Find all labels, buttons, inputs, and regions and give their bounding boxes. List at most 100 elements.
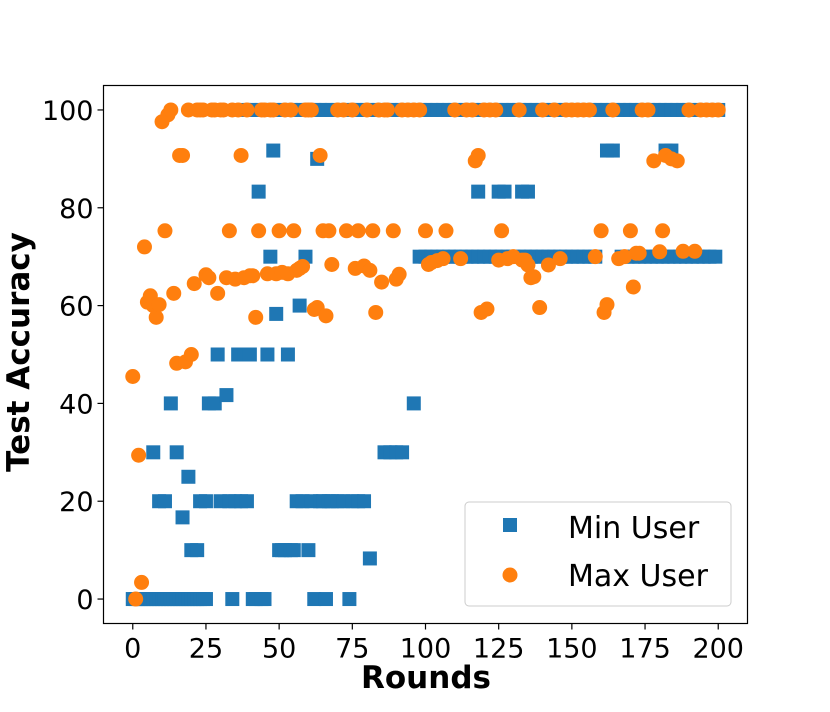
max-user-point bbox=[631, 245, 647, 261]
max-user-point bbox=[520, 257, 536, 273]
series-max-user bbox=[125, 102, 726, 607]
legend: Min User Max User bbox=[464, 501, 732, 607]
max-user-point bbox=[166, 285, 182, 301]
max-user-point bbox=[186, 276, 202, 292]
max-user-point bbox=[344, 102, 360, 118]
min-user-point bbox=[471, 184, 486, 199]
y-tick-label: 100 bbox=[42, 96, 94, 127]
legend-max-user-marker bbox=[502, 567, 518, 583]
min-user-point bbox=[292, 298, 307, 313]
max-user-point bbox=[675, 243, 691, 259]
max-user-point bbox=[134, 574, 150, 590]
min-user-point bbox=[239, 494, 254, 509]
max-user-point bbox=[359, 102, 375, 118]
min-user-point bbox=[357, 494, 372, 509]
max-user-point bbox=[581, 102, 597, 118]
max-user-point bbox=[379, 102, 395, 118]
max-user-point bbox=[391, 266, 407, 282]
legend-min-user-label: Min User bbox=[568, 511, 700, 546]
y-tick-label: 80 bbox=[59, 194, 93, 225]
x-tick-label: 200 bbox=[692, 634, 744, 665]
min-user-point bbox=[219, 388, 234, 403]
x-tick-label: 75 bbox=[335, 634, 369, 665]
max-user-point bbox=[368, 304, 384, 320]
min-user-point bbox=[163, 396, 178, 411]
max-user-point bbox=[464, 102, 480, 118]
max-user-point bbox=[488, 102, 504, 118]
max-user-point bbox=[655, 223, 671, 239]
max-user-point bbox=[210, 285, 226, 301]
y-tick-label: 0 bbox=[76, 585, 93, 616]
max-user-point bbox=[221, 223, 237, 239]
max-user-point bbox=[447, 102, 463, 118]
y-tick-label: 40 bbox=[59, 389, 93, 420]
y-axis-title: Test Accuracy bbox=[1, 232, 37, 472]
min-user-point bbox=[708, 249, 723, 264]
max-user-point bbox=[617, 249, 633, 265]
legend-max-user-label: Max User bbox=[568, 559, 709, 594]
x-tick-label: 50 bbox=[262, 634, 296, 665]
max-user-point bbox=[175, 147, 191, 163]
x-tick-label: 25 bbox=[189, 634, 223, 665]
max-user-point bbox=[136, 239, 152, 255]
max-user-point bbox=[131, 447, 147, 463]
max-user-point bbox=[201, 270, 217, 286]
max-user-point bbox=[681, 102, 697, 118]
min-user-point bbox=[190, 543, 205, 558]
max-user-point bbox=[303, 102, 319, 118]
max-user-point bbox=[286, 223, 302, 239]
min-user-point bbox=[520, 184, 535, 199]
max-user-point bbox=[435, 251, 451, 267]
min-user-point bbox=[605, 143, 620, 158]
max-user-point bbox=[687, 243, 703, 259]
max-user-point bbox=[669, 153, 685, 169]
max-user-point bbox=[532, 300, 548, 316]
min-user-point bbox=[198, 592, 213, 607]
min-user-point bbox=[210, 347, 225, 362]
max-user-point bbox=[418, 223, 433, 239]
y-tick-label: 60 bbox=[59, 292, 93, 323]
max-user-point bbox=[312, 147, 328, 163]
min-user-point bbox=[395, 445, 410, 460]
max-user-point bbox=[251, 223, 267, 239]
max-user-point bbox=[494, 223, 510, 239]
min-user-point bbox=[175, 510, 190, 525]
max-user-point bbox=[652, 244, 668, 260]
min-user-point bbox=[307, 592, 322, 607]
min-user-point bbox=[257, 592, 272, 607]
max-user-point bbox=[338, 223, 354, 239]
max-user-point bbox=[265, 102, 281, 118]
min-user-point bbox=[169, 445, 184, 460]
y-tick-label: 20 bbox=[59, 487, 93, 518]
max-user-point bbox=[710, 102, 726, 118]
max-user-point bbox=[245, 268, 261, 284]
max-user-point bbox=[552, 251, 568, 267]
min-user-point bbox=[181, 469, 196, 484]
min-user-point bbox=[251, 184, 266, 199]
max-user-point bbox=[151, 297, 167, 313]
min-user-point bbox=[242, 347, 257, 362]
max-user-point bbox=[362, 262, 378, 278]
min-user-point bbox=[266, 143, 281, 158]
max-user-point bbox=[128, 591, 144, 607]
max-user-point bbox=[587, 249, 603, 265]
x-axis-title: Rounds bbox=[361, 660, 491, 696]
max-user-point bbox=[470, 147, 486, 163]
min-user-point bbox=[207, 396, 222, 411]
max-user-point bbox=[125, 369, 141, 385]
min-user-point bbox=[146, 445, 161, 460]
max-user-point bbox=[546, 102, 562, 118]
max-user-point bbox=[365, 223, 381, 239]
max-user-point bbox=[239, 102, 255, 118]
min-user-point bbox=[269, 306, 284, 321]
max-user-point bbox=[318, 308, 334, 324]
max-user-point bbox=[148, 309, 164, 325]
max-user-point bbox=[412, 102, 428, 118]
max-user-point bbox=[605, 102, 621, 118]
max-user-point bbox=[374, 274, 390, 290]
min-user-point bbox=[406, 396, 421, 411]
legend-min-user-marker bbox=[503, 518, 517, 532]
max-user-point bbox=[271, 223, 287, 239]
min-user-point bbox=[198, 494, 213, 509]
